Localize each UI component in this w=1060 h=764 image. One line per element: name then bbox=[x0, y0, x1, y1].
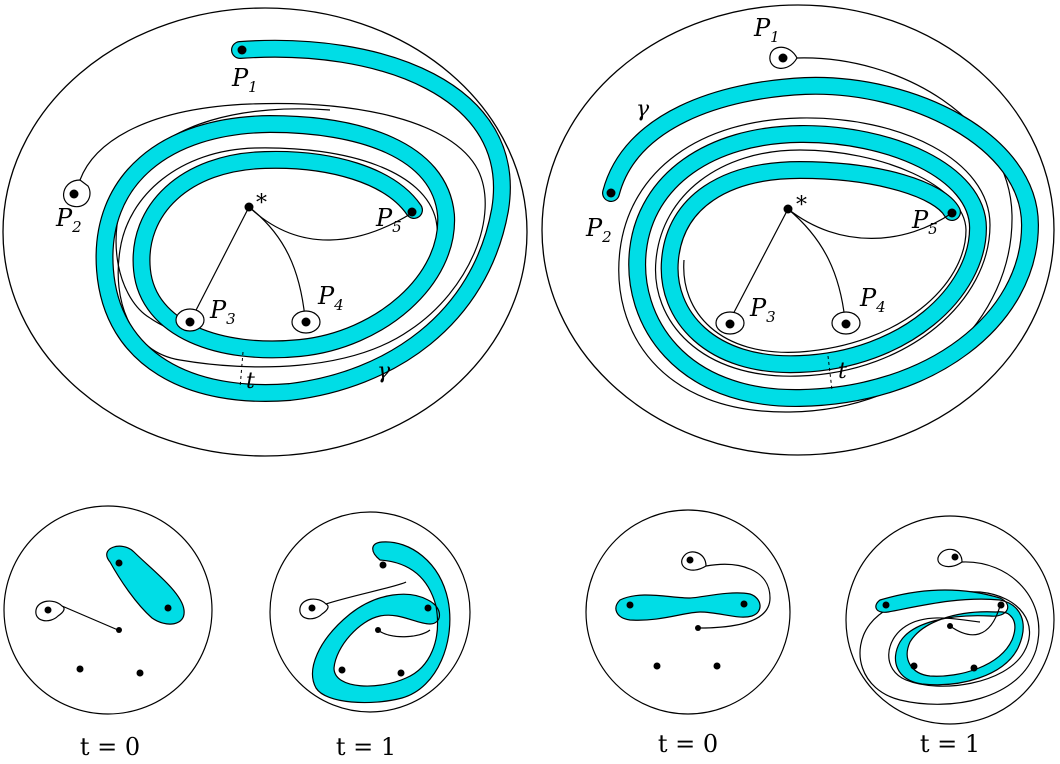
small-disk-3-dot bbox=[713, 662, 721, 670]
small-disk-1-boundary bbox=[3, 505, 213, 715]
right-dot-p4 bbox=[841, 319, 851, 329]
small-disk-4-boundary bbox=[845, 515, 1055, 725]
small-disk-2-arc bbox=[325, 581, 407, 605]
small-disk-2-dot bbox=[338, 666, 346, 674]
small-disk-1-arc bbox=[61, 605, 119, 631]
small-disk-4-spoke bbox=[949, 605, 1001, 636]
small-disk-1-dot bbox=[44, 606, 52, 614]
small-disk-4 bbox=[845, 515, 1055, 725]
caption-disk-3: t = 0 bbox=[658, 730, 718, 758]
small-disk-3-base-dot bbox=[695, 625, 701, 631]
small-disk-3-band bbox=[615, 592, 761, 621]
caption-disk-4: t = 1 bbox=[920, 730, 980, 758]
small-disk-2-dot bbox=[424, 604, 432, 612]
right-panel: P1 P2 P3 P4 P5 * γ t bbox=[541, 4, 1055, 456]
small-disk-3-arc bbox=[697, 563, 771, 629]
right-label-p5: P5 bbox=[911, 206, 938, 238]
left-arc-t-dashed bbox=[239, 351, 244, 389]
small-disk-1 bbox=[3, 505, 213, 715]
left-panel: P1 P2 P3 P4 P5 * γ t bbox=[2, 7, 528, 457]
right-dot-p3 bbox=[725, 319, 735, 329]
small-disk-4-base-dot bbox=[947, 623, 953, 629]
small-disk-1-dot bbox=[164, 604, 172, 612]
left-gamma-band bbox=[95, 39, 511, 402]
right-gamma-label: γ bbox=[636, 97, 650, 122]
right-label-p2: P2 bbox=[585, 214, 612, 246]
left-label-p1: P1 bbox=[231, 64, 258, 96]
left-thin-arc-p2 bbox=[79, 102, 486, 368]
left-dot-p4 bbox=[301, 317, 311, 327]
small-disk-2-boundary bbox=[269, 511, 471, 713]
small-disk-1-dot bbox=[115, 559, 123, 567]
left-t-label: t bbox=[246, 369, 255, 394]
small-disk-4-dot bbox=[882, 601, 890, 609]
left-dot-p2 bbox=[69, 189, 79, 199]
small-disk-3 bbox=[585, 509, 791, 715]
right-spoke-p5 bbox=[787, 208, 953, 239]
right-spoke-p3 bbox=[729, 208, 789, 321]
right-gamma-band bbox=[602, 76, 1039, 408]
small-disk-1-band bbox=[106, 545, 185, 625]
small-disk-4-dot bbox=[910, 662, 918, 670]
small-disk-2 bbox=[269, 511, 471, 713]
left-dot-p3 bbox=[185, 317, 195, 327]
right-boundary-disk bbox=[541, 4, 1055, 456]
left-label-p4: P4 bbox=[317, 282, 344, 314]
small-disk-4-loop bbox=[937, 548, 963, 568]
right-t-label: t bbox=[838, 359, 847, 384]
left-label-p2: P2 bbox=[55, 204, 82, 236]
right-base-point-dot bbox=[783, 204, 793, 214]
right-dot-p2 bbox=[606, 188, 616, 198]
small-disk-1-base-dot bbox=[116, 627, 122, 633]
left-base-point-dot bbox=[244, 202, 254, 212]
small-disk-2-base-dot bbox=[375, 627, 381, 633]
left-boundary-disk bbox=[2, 7, 528, 457]
left-dot-p5 bbox=[407, 207, 417, 217]
small-disk-3-loop bbox=[681, 551, 707, 571]
left-label-p3: P3 bbox=[209, 296, 236, 328]
small-disk-1-dot bbox=[76, 665, 84, 673]
small-disk-4-dot bbox=[951, 553, 959, 561]
small-disk-2-dot bbox=[379, 561, 387, 569]
small-disk-3-boundary bbox=[585, 509, 791, 715]
left-spoke-p5 bbox=[248, 206, 413, 241]
small-disk-4-dot bbox=[997, 601, 1005, 609]
small-disk-2-band bbox=[312, 541, 451, 704]
right-spoke-p4 bbox=[787, 208, 846, 321]
left-label-p5: P5 bbox=[375, 204, 402, 236]
small-disk-1-dot bbox=[136, 669, 144, 677]
small-disk-4-dot bbox=[970, 664, 978, 672]
left-dot-p1 bbox=[237, 45, 247, 55]
right-dot-p5 bbox=[947, 208, 957, 218]
small-disk-3-dot bbox=[740, 600, 748, 608]
left-base-point-label: * bbox=[256, 191, 267, 216]
right-label-p4: P4 bbox=[859, 284, 886, 316]
small-disk-2-dot bbox=[397, 669, 405, 677]
small-disk-3-dot bbox=[653, 662, 661, 670]
right-label-p3: P3 bbox=[749, 294, 776, 326]
small-disk-3-dot bbox=[626, 601, 634, 609]
small-disk-2-dot bbox=[308, 604, 316, 612]
right-base-point-label: * bbox=[796, 193, 807, 218]
small-disk-4-band bbox=[875, 589, 1024, 686]
right-label-p1: P1 bbox=[753, 14, 780, 46]
right-dot-p1 bbox=[778, 53, 788, 63]
small-disk-3-dot bbox=[686, 556, 694, 564]
caption-disk-2: t = 1 bbox=[336, 733, 396, 761]
caption-disk-1: t = 0 bbox=[80, 733, 140, 761]
left-gamma-label: γ bbox=[377, 359, 391, 384]
small-disk-2-arc-2 bbox=[377, 629, 431, 638]
left-spoke-p3 bbox=[191, 206, 250, 319]
left-spoke-p4 bbox=[248, 206, 306, 319]
